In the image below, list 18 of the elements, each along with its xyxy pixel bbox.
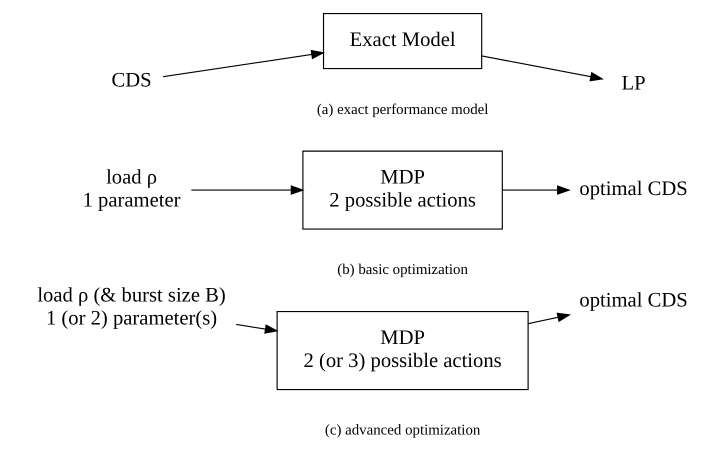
node-text: optimal CDS <box>579 288 688 311</box>
node-box: MDP 2 (or 3) possible actions <box>276 310 529 390</box>
node-text: optimal CDS <box>579 178 688 200</box>
arrow <box>191 184 305 194</box>
node-text: LP <box>622 72 646 94</box>
node-text: load ρ (& burst size B) 1 (or 2) parameter(s) <box>37 284 226 330</box>
label: (b) basic optimization <box>337 262 468 278</box>
arrow <box>528 312 572 324</box>
label: (c) advanced optimization <box>324 422 480 438</box>
node-box: MDP 2 possible actions <box>302 150 503 230</box>
arrow <box>502 184 571 194</box>
arrow <box>236 323 279 334</box>
label: (a) exact performance model <box>316 101 488 118</box>
node-text: load ρ 1 parameter <box>82 166 181 212</box>
arrow <box>162 49 325 77</box>
node-box: Exact Model <box>322 12 482 69</box>
node-text: CDS <box>111 68 152 91</box>
arrow <box>482 54 604 81</box>
